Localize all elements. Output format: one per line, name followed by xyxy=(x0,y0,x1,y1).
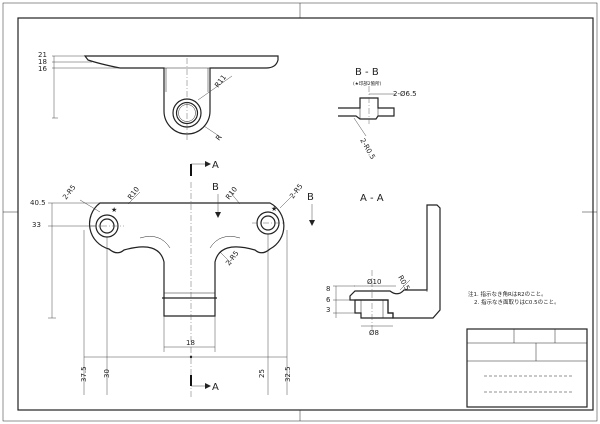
note-1: 注1. 指示なき角RはR2のこと。 xyxy=(468,290,547,298)
inner-border xyxy=(17,17,594,411)
dim-21: 21 xyxy=(38,51,47,59)
section-aa-dia10: Ø10 xyxy=(367,278,381,286)
dim-30: 30 xyxy=(103,369,111,378)
section-aa-dim-6: 6 xyxy=(326,296,331,304)
r10-right-label: R10 xyxy=(224,185,239,201)
dim-origin-dot xyxy=(189,355,193,359)
top-view: 21 18 16 R11 R xyxy=(38,51,279,142)
r5-right-leader xyxy=(279,195,293,209)
section-markers: A A B B xyxy=(190,160,315,393)
dim-33: 33 xyxy=(32,221,41,229)
section-b-left-label: B xyxy=(212,182,219,193)
front-view-fillet-left xyxy=(139,236,171,249)
section-aa-dim-3: 3 xyxy=(326,306,330,314)
r10-left-leader xyxy=(127,191,141,205)
section-aa-r: R0.5 xyxy=(396,274,411,292)
star-mark-right: ★ xyxy=(271,205,277,213)
section-aa-boss xyxy=(354,299,394,319)
section-aa-title: A - A xyxy=(360,193,384,204)
section-a-bottom-label: A xyxy=(212,382,219,393)
r5-lower-leader xyxy=(219,251,233,265)
dim-18-bottom: 18 xyxy=(186,339,195,347)
section-bb: B - B (★印部2箇所) 2-Ø6.5 2-R0.5 xyxy=(338,67,417,161)
r11-label: R11 xyxy=(213,73,228,89)
r10-right-leader xyxy=(229,191,241,205)
dim-25: 25 xyxy=(258,369,266,378)
front-view-fillet-right xyxy=(209,236,241,249)
notes: 注1. 指示なき角RはR2のこと。 2. 指示なき面取りはC0.5のこと。 xyxy=(468,290,560,306)
r5-lower-label: 2-R5 xyxy=(224,249,240,267)
r5-left-label: 2-R5 xyxy=(61,183,77,201)
front-view-outline xyxy=(88,202,285,317)
section-aa-profile xyxy=(349,204,441,319)
dim-18: 18 xyxy=(38,58,47,66)
section-aa-dia8: Ø8 xyxy=(369,329,379,337)
front-view: ★ ★ 40.5 33 2-R5 R10 R10 2-R5 2-R5 18 xyxy=(30,182,305,398)
section-b-right-label: B xyxy=(307,192,314,203)
r5-left-leader xyxy=(79,199,101,213)
title-block-frame xyxy=(466,328,588,408)
r11-leader xyxy=(197,75,233,101)
note-2: 2. 指示なき面取りはC0.5のこと。 xyxy=(474,298,560,306)
section-bb-r-leader xyxy=(353,117,367,137)
dim-40-5: 40.5 xyxy=(30,199,46,207)
section-a-top-arrowhead xyxy=(205,161,211,167)
section-a-bottom-arrowhead xyxy=(205,383,211,389)
section-bb-title: B - B xyxy=(355,67,379,78)
section-aa-r-leader xyxy=(399,279,411,291)
section-aa: A - A Ø10 R0.5 Ø8 8 6 3 xyxy=(326,193,441,337)
r5-right-label: 2-R5 xyxy=(288,182,304,200)
dim-37-5: 37.5 xyxy=(80,366,88,382)
section-bb-note: (★印部2箇所) xyxy=(353,80,382,87)
star-mark-left: ★ xyxy=(111,206,117,214)
dim-16: 16 xyxy=(38,65,47,73)
section-bb-profile xyxy=(338,97,395,120)
r-label: R xyxy=(214,133,223,142)
section-a-top-label: A xyxy=(212,160,219,171)
section-aa-dim-8: 8 xyxy=(326,285,330,293)
dim-32-5: 32.5 xyxy=(284,366,292,382)
title-block xyxy=(466,328,588,408)
section-bb-dia: 2-Ø6.5 xyxy=(393,90,417,98)
top-view-outline xyxy=(83,55,279,135)
section-b-right-arrowhead xyxy=(309,220,315,226)
section-bb-r: 2-R0.5 xyxy=(358,137,376,161)
section-b-left-arrowhead xyxy=(215,212,221,218)
r-leader xyxy=(203,125,223,139)
